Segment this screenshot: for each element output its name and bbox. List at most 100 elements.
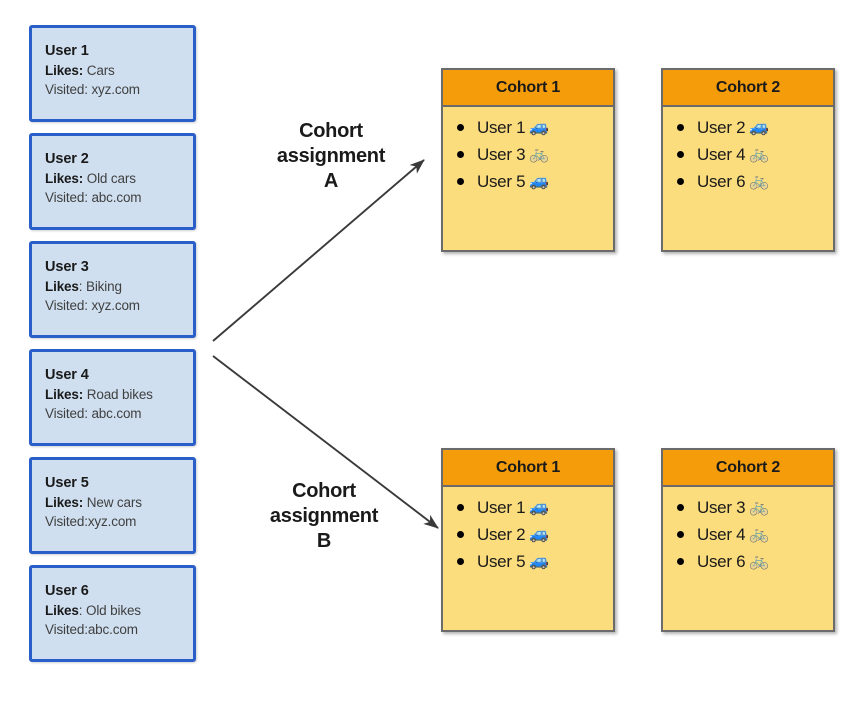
user-visited: Visited: xyz.com — [45, 80, 193, 99]
member-label: User 4 — [697, 145, 746, 164]
likes-label: Likes — [45, 279, 79, 294]
likes-value: New cars — [86, 495, 142, 510]
user-likes: Likes: Biking — [45, 277, 193, 296]
car-icon: 🚙 — [529, 172, 549, 190]
likes-value: Road bikes — [86, 387, 153, 402]
cohort-title: Cohort 1 — [443, 70, 613, 107]
cohort-member: User 1 🚙 — [443, 114, 613, 141]
user-name: User 1 — [45, 43, 89, 59]
bullet-icon — [457, 531, 464, 538]
visited-value: abc.com — [87, 622, 138, 637]
bicycle-icon: 🚲 — [529, 145, 549, 163]
car-icon: 🚙 — [529, 118, 549, 136]
bullet-icon — [677, 124, 684, 131]
user-likes: Likes: Old cars — [45, 169, 193, 188]
cohort-member-list: User 1 🚙 User 2 🚙 User 5 🚙 — [443, 487, 613, 575]
assignment-label-line1: Cohort — [299, 120, 363, 142]
bullet-icon — [677, 151, 684, 158]
member-label: User 2 — [477, 525, 526, 544]
bullet-icon — [677, 531, 684, 538]
visited-label: Visited: — [45, 406, 88, 421]
cohort-assignment-a-label: Cohort assignment A — [245, 119, 417, 194]
likes-value: Cars — [86, 63, 115, 78]
user-visited: Visited:abc.com — [45, 620, 193, 639]
cohort-title: Cohort 2 — [663, 450, 833, 487]
bicycle-icon: 🚲 — [749, 525, 769, 543]
user-likes: Likes: Old bikes — [45, 601, 193, 620]
bullet-icon — [677, 504, 684, 511]
cohort-member: User 5 🚙 — [443, 168, 613, 195]
user-visited: Visited: abc.com — [45, 188, 193, 207]
cohort-member: User 4 🚲 — [663, 521, 833, 548]
user-card[interactable]: User 2 Likes: Old cars Visited: abc.com — [29, 133, 196, 230]
member-label: User 5 — [477, 172, 526, 191]
cohort-member: User 2 🚙 — [663, 114, 833, 141]
visited-label: Visited: — [45, 622, 88, 637]
likes-value: : Biking — [78, 279, 122, 294]
cohort-member-list: User 1 🚙 User 3 🚲 User 5 🚙 — [443, 107, 613, 195]
cohort-member: User 1 🚙 — [443, 494, 613, 521]
car-icon: 🚙 — [749, 118, 769, 136]
member-label: User 3 — [697, 498, 746, 517]
user-visited: Visited: abc.com — [45, 404, 193, 423]
likes-label: Likes — [45, 603, 79, 618]
bullet-icon — [457, 151, 464, 158]
user-name: User 6 — [45, 583, 89, 599]
assignment-label-line3: B — [316, 530, 332, 552]
member-label: User 1 — [477, 118, 526, 137]
cohort-member: User 5 🚙 — [443, 548, 613, 575]
likes-value: Old cars — [86, 171, 136, 186]
member-label: User 2 — [697, 118, 746, 137]
assignment-label-line2: assignment — [269, 505, 379, 527]
cohort-box-a-1[interactable]: Cohort 1 User 1 🚙 User 3 🚲 User 5 🚙 — [441, 68, 615, 252]
bullet-icon — [677, 558, 684, 565]
cohort-box-b-2[interactable]: Cohort 2 User 3 🚲 User 4 🚲 User 6 🚲 — [661, 448, 835, 632]
user-card[interactable]: User 4 Likes: Road bikes Visited: abc.co… — [29, 349, 196, 446]
car-icon: 🚙 — [529, 552, 549, 570]
assignment-label-line2: assignment — [276, 145, 386, 167]
likes-label: Likes: — [45, 387, 84, 402]
user-card[interactable]: User 3 Likes: Biking Visited: xyz.com — [29, 241, 196, 338]
bicycle-icon: 🚲 — [749, 145, 769, 163]
cohort-box-b-1[interactable]: Cohort 1 User 1 🚙 User 2 🚙 User 5 🚙 — [441, 448, 615, 632]
member-label: User 1 — [477, 498, 526, 517]
visited-label: Visited: — [45, 82, 88, 97]
cohort-box-a-2[interactable]: Cohort 2 User 2 🚙 User 4 🚲 User 6 🚲 — [661, 68, 835, 252]
user-name: User 2 — [45, 151, 89, 167]
member-label: User 6 — [697, 172, 746, 191]
visited-value: xyz.com — [91, 298, 140, 313]
bicycle-icon: 🚲 — [749, 172, 769, 190]
user-card[interactable]: User 1 Likes: Cars Visited: xyz.com — [29, 25, 196, 122]
member-label: User 5 — [477, 552, 526, 571]
likes-value: : Old bikes — [78, 603, 141, 618]
likes-label: Likes: — [45, 171, 84, 186]
member-label: User 3 — [477, 145, 526, 164]
cohort-member: User 6 🚲 — [663, 548, 833, 575]
car-icon: 🚙 — [529, 525, 549, 543]
cohort-member: User 6 🚲 — [663, 168, 833, 195]
bullet-icon — [677, 178, 684, 185]
visited-label: Visited: — [45, 514, 88, 529]
visited-value: xyz.com — [87, 514, 137, 529]
bullet-icon — [457, 558, 464, 565]
user-visited: Visited: xyz.com — [45, 296, 193, 315]
user-card[interactable]: User 5 Likes: New cars Visited:xyz.com — [29, 457, 196, 554]
user-list: User 1 Likes: Cars Visited: xyz.com User… — [29, 25, 196, 673]
member-label: User 4 — [697, 525, 746, 544]
visited-label: Visited: — [45, 298, 88, 313]
user-likes: Likes: Cars — [45, 61, 193, 80]
cohort-member: User 3 🚲 — [663, 494, 833, 521]
cohort-member: User 3 🚲 — [443, 141, 613, 168]
user-card[interactable]: User 6 Likes: Old bikes Visited:abc.com — [29, 565, 196, 662]
user-likes: Likes: New cars — [45, 493, 193, 512]
bullet-icon — [457, 124, 464, 131]
bicycle-icon: 🚲 — [749, 552, 769, 570]
user-name: User 4 — [45, 367, 89, 383]
bullet-icon — [457, 178, 464, 185]
assignment-label-line3: A — [323, 170, 339, 192]
visited-value: abc.com — [91, 190, 142, 205]
cohort-title: Cohort 2 — [663, 70, 833, 107]
assignment-label-line1: Cohort — [292, 480, 356, 502]
user-name: User 3 — [45, 259, 89, 275]
